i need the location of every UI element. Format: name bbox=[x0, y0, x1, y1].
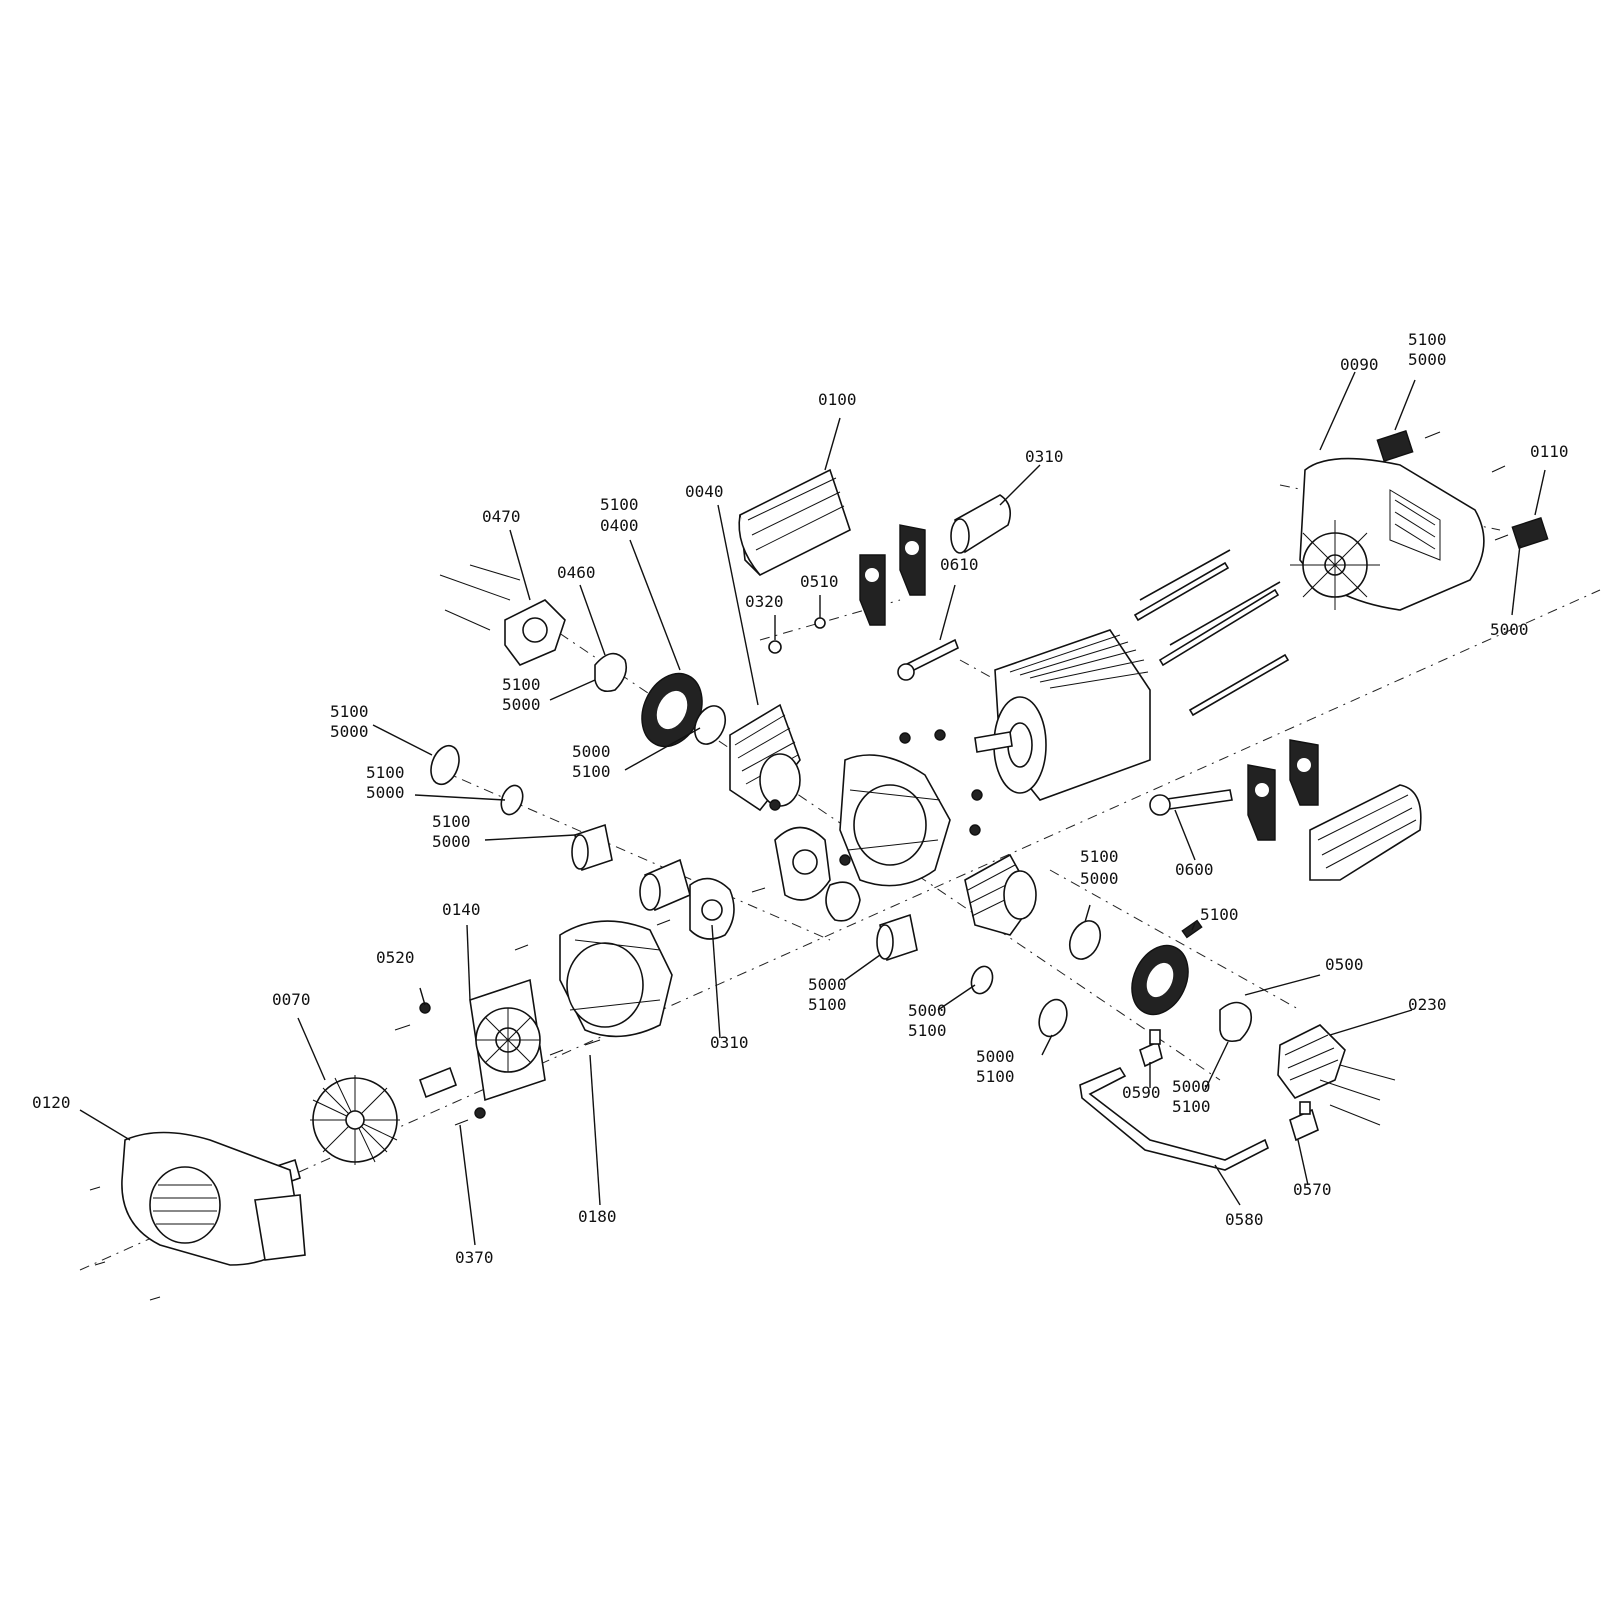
cylinder-0040-part bbox=[729, 703, 801, 812]
label-0510: 0510 bbox=[800, 572, 839, 591]
label-5100-ring-right-2: 5100 bbox=[976, 1067, 1015, 1086]
ring-left-2-part bbox=[500, 784, 524, 816]
valve-plate-right-part bbox=[1131, 919, 1203, 1016]
label-0470: 0470 bbox=[482, 507, 521, 526]
gasket-right-part bbox=[1219, 1001, 1253, 1043]
label-5100-sleeve-left: 5100 bbox=[432, 812, 471, 831]
eccentric-part bbox=[774, 826, 861, 922]
label-0140: 0140 bbox=[442, 900, 481, 919]
label-5000-gasket: 5000 bbox=[502, 695, 541, 714]
bearing-plate-front-part bbox=[469, 978, 546, 1102]
label-5000-sleeve-right: 5000 bbox=[808, 975, 847, 994]
label-0500: 0500 bbox=[1325, 955, 1364, 974]
cylinder-right-part bbox=[964, 853, 1037, 936]
cylinder-head-top-left-part bbox=[439, 564, 566, 666]
label-5100-sleeve-right: 5100 bbox=[808, 995, 847, 1014]
label-0600: 0600 bbox=[1175, 860, 1214, 879]
fitting-0590-part bbox=[1139, 1029, 1163, 1068]
link-arm-right-part bbox=[1149, 789, 1233, 816]
cylinder-head-right-part bbox=[1277, 1024, 1396, 1126]
screws-misc-part bbox=[89, 887, 766, 1301]
label-0310-top: 0310 bbox=[1025, 447, 1064, 466]
label-5100-o-ring: 5100 bbox=[572, 762, 611, 781]
bracket-top-part bbox=[859, 524, 926, 626]
label-0230: 0230 bbox=[1408, 995, 1447, 1014]
label-0070: 0070 bbox=[272, 990, 311, 1009]
label-5100-gasket: 5100 bbox=[502, 675, 541, 694]
label-5000-ring-right: 5000 bbox=[908, 1001, 947, 1020]
gasket-0460-part bbox=[594, 652, 628, 693]
label-0610: 0610 bbox=[940, 555, 979, 574]
tube-0580-part bbox=[1079, 1066, 1269, 1171]
sleeve-right-part bbox=[876, 913, 918, 962]
link-arm-top-part bbox=[897, 638, 960, 681]
label-0460: 0460 bbox=[557, 563, 596, 582]
label-0310-bottom: 0310 bbox=[710, 1033, 749, 1052]
label-5000-ring-left-2: 5000 bbox=[366, 783, 405, 802]
label-5000-o-ring: 5000 bbox=[572, 742, 611, 761]
label-0090: 0090 bbox=[1340, 355, 1379, 374]
label-0100: 0100 bbox=[818, 390, 857, 409]
screws-top-right-part bbox=[1424, 431, 1509, 541]
rear-fan-cover-part bbox=[1290, 457, 1485, 611]
label-0580: 0580 bbox=[1225, 1210, 1264, 1229]
label-0110: 0110 bbox=[1530, 442, 1569, 461]
piston-left-part bbox=[639, 858, 691, 912]
label-5000-o-ring-right: 5000 bbox=[1080, 869, 1119, 888]
label-5100-valve-plate-right: 5100 bbox=[1200, 905, 1239, 924]
label-0570: 0570 bbox=[1293, 1180, 1332, 1199]
label-5100-o-ring-right: 5100 bbox=[1080, 847, 1119, 866]
label-5100-top-right: 5100 bbox=[1408, 330, 1447, 349]
label-5000-top-right: 5000 bbox=[1408, 350, 1447, 369]
valve-plate-top-part bbox=[641, 672, 703, 748]
ring-right-2-part bbox=[1038, 998, 1068, 1038]
part-labels: 0100 0310 0090 5100 5000 0110 5000 0470 … bbox=[32, 330, 1569, 1267]
label-5000-gasket-right: 5000 bbox=[1172, 1077, 1211, 1096]
label-0590: 0590 bbox=[1122, 1083, 1161, 1102]
shroud-bottom-part bbox=[1309, 784, 1422, 881]
label-0520: 0520 bbox=[376, 948, 415, 967]
front-fan-part bbox=[310, 1075, 400, 1165]
o-ring-right-part bbox=[1068, 920, 1102, 960]
label-0040: 0040 bbox=[685, 482, 724, 501]
rear-fan-blades-part bbox=[1290, 520, 1380, 610]
label-5100-ring-left: 5100 bbox=[330, 702, 369, 721]
label-0320: 0320 bbox=[745, 592, 784, 611]
crankcase-part bbox=[839, 754, 951, 887]
label-5000-ring-right-2: 5000 bbox=[976, 1047, 1015, 1066]
label-5000-ring-left: 5000 bbox=[330, 722, 369, 741]
front-fan-cover-part bbox=[121, 1131, 306, 1266]
conrod-left-part bbox=[689, 877, 735, 940]
label-0370: 0370 bbox=[455, 1248, 494, 1267]
bracket-right-part bbox=[1247, 739, 1319, 841]
sleeve-left-part bbox=[571, 823, 613, 872]
tie-rods-part bbox=[1133, 549, 1290, 717]
motor-body-part bbox=[974, 629, 1151, 801]
front-housing-part bbox=[559, 920, 673, 1038]
rubber-foot-top-part bbox=[1376, 430, 1549, 549]
label-5100-valve-plate: 5100 bbox=[600, 495, 639, 514]
ring-left-1-part bbox=[430, 744, 460, 786]
shroud-top-part bbox=[738, 468, 851, 576]
capacitor-part bbox=[950, 494, 1011, 554]
ring-right-1-part bbox=[970, 965, 994, 995]
leader-lines bbox=[79, 371, 1546, 1246]
label-5000-sleeve-left: 5000 bbox=[432, 832, 471, 851]
fitting-0570-part bbox=[1289, 1101, 1319, 1142]
label-0180: 0180 bbox=[578, 1207, 617, 1226]
label-5100-ring-left-2: 5100 bbox=[366, 763, 405, 782]
label-5100-gasket-right: 5100 bbox=[1172, 1097, 1211, 1116]
label-5100-ring-right: 5100 bbox=[908, 1021, 947, 1040]
label-0120: 0120 bbox=[32, 1093, 71, 1112]
nuts-center-part bbox=[419, 729, 983, 1119]
label-0400: 0400 bbox=[600, 516, 639, 535]
label-5000-right: 5000 bbox=[1490, 620, 1529, 639]
o-ring-top-part bbox=[693, 705, 727, 745]
